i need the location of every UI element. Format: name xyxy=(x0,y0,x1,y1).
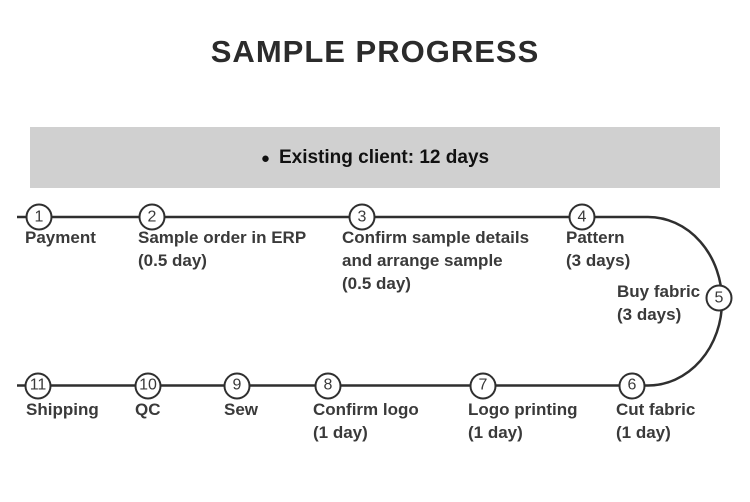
step-circle: 3 xyxy=(348,203,376,231)
step-label-line: Logo printing xyxy=(468,400,578,419)
step-circle: 11 xyxy=(24,372,52,399)
step-label-line: Sew xyxy=(224,400,259,419)
step-label-line: (0.5 day) xyxy=(342,274,411,293)
step-circle: 10 xyxy=(134,372,162,399)
existing-client-banner: ● Existing client: 12 days xyxy=(30,127,720,188)
step-label: Cut fabric (1 day) xyxy=(616,398,695,444)
step-label-line: (0.5 day) xyxy=(138,251,207,270)
step-label: Sew xyxy=(224,398,258,421)
step-label: Confirm logo (1 day) xyxy=(313,398,419,444)
step-label-line: Confirm sample details xyxy=(342,228,530,247)
step-label-line: Buy fabric xyxy=(617,282,701,301)
step-number: 9 xyxy=(232,376,242,394)
step-circle: 8 xyxy=(314,372,342,399)
step-label: Sample order in ERP (0.5 day) xyxy=(138,226,306,272)
step-label-line: Cut fabric xyxy=(616,400,696,419)
step-label: Logo printing (1 day) xyxy=(468,398,578,444)
step-label: QC xyxy=(135,398,161,421)
step-number: 10 xyxy=(139,376,157,394)
step-circle: 2 xyxy=(138,203,166,231)
step-label-line: QC xyxy=(135,400,161,419)
step-label-line: (3 days) xyxy=(566,251,631,270)
step-number: 2 xyxy=(147,208,157,225)
step-label-line: Pattern xyxy=(566,228,625,247)
step-number: 8 xyxy=(323,376,333,394)
step-number: 3 xyxy=(357,208,367,225)
step-label-line: (1 day) xyxy=(468,423,523,442)
step-number: 5 xyxy=(714,289,724,306)
step-label: Payment xyxy=(25,226,96,249)
step-label-line: Payment xyxy=(25,228,96,247)
banner-label: Existing client: 12 days xyxy=(278,146,490,168)
page-title: SAMPLE PROGRESS xyxy=(210,34,540,69)
bullet-icon: ● xyxy=(260,150,270,167)
step-label: Buy fabric (3 days) xyxy=(617,280,700,326)
step-circle: 4 xyxy=(568,203,596,231)
step-label-line: and arrange sample xyxy=(342,251,503,270)
step-label: Pattern (3 days) xyxy=(566,226,630,272)
step-circle: 6 xyxy=(618,372,646,399)
step-label-line: (3 days) xyxy=(617,305,682,324)
step-label-line: (1 day) xyxy=(313,423,368,442)
step-circle: 7 xyxy=(469,372,497,399)
step-number: 6 xyxy=(627,376,637,394)
step-label-line: Confirm logo xyxy=(313,400,419,419)
step-label-line: Sample order in ERP xyxy=(138,228,307,247)
step-circle: 9 xyxy=(223,372,251,399)
step-label: Shipping xyxy=(26,398,99,421)
step-number: 4 xyxy=(577,208,587,225)
step-circle: 1 xyxy=(25,203,53,231)
step-number: 1 xyxy=(34,208,44,225)
step-number: 11 xyxy=(29,376,47,394)
step-circle: 5 xyxy=(705,284,733,312)
step-label-line: (1 day) xyxy=(616,423,671,442)
step-label: Confirm sample details and arrange sample… xyxy=(342,226,529,295)
step-number: 7 xyxy=(478,376,488,394)
step-label-line: Shipping xyxy=(26,400,99,419)
